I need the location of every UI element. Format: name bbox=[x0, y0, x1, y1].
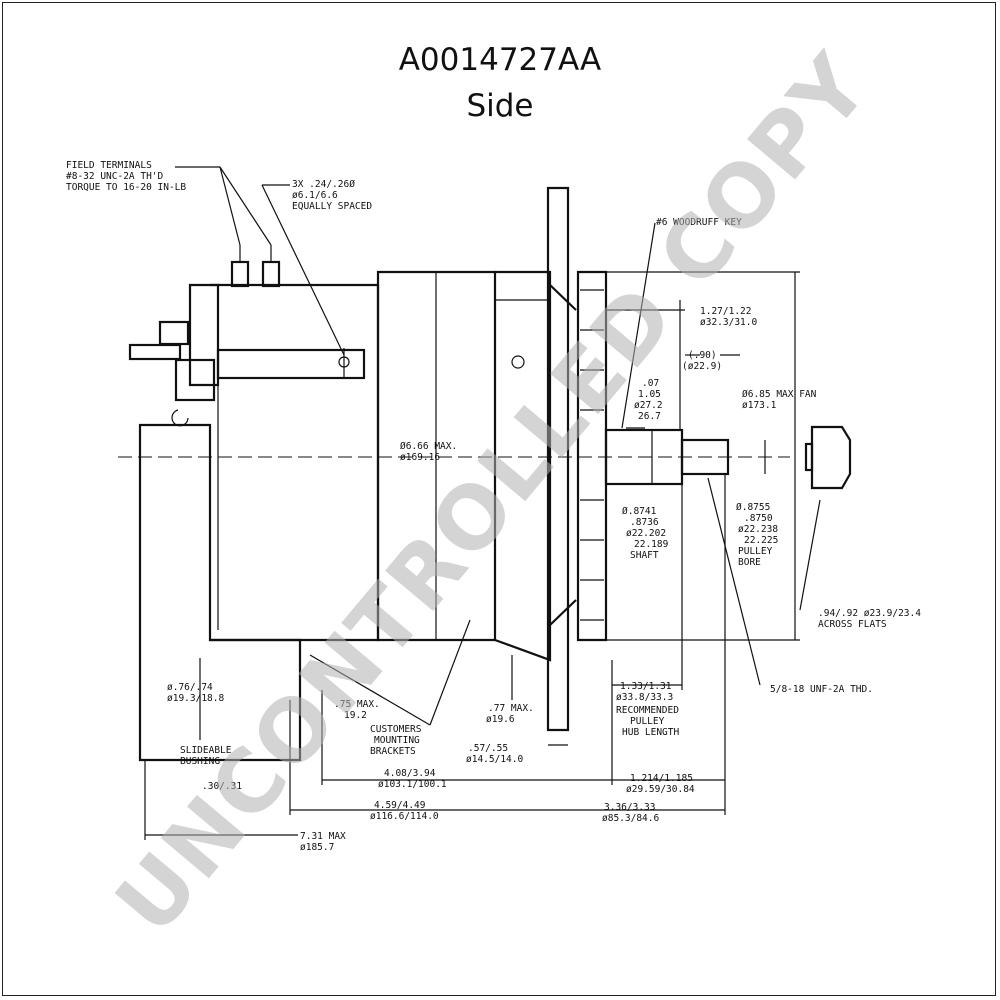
shaft-dia-3: ø22.202 bbox=[626, 528, 666, 539]
dimension-lines bbox=[144, 271, 800, 840]
fan-dia-inch: Ø6.85 MAX FAN bbox=[742, 389, 817, 400]
dim-107-d: 26.7 bbox=[638, 411, 661, 422]
uncontrolled-copy-watermark: UNCONTROLLED COPY bbox=[97, 36, 889, 953]
bushing-dia-metric: ø19.3/18.8 bbox=[167, 693, 224, 704]
dim-127-metric: ø32.3/31.0 bbox=[700, 317, 757, 328]
thread-label: 5/8-18 UNF-2A THD. bbox=[770, 684, 873, 695]
dim-90-inch: (.90) bbox=[688, 350, 717, 361]
d459-metric: ø116.6/114.0 bbox=[370, 811, 439, 822]
bore-dia-2: .8750 bbox=[744, 513, 773, 524]
rear-connector bbox=[128, 320, 216, 427]
bore-label-1: PULLEY bbox=[738, 546, 773, 557]
dim-107-c: ø27.2 bbox=[634, 400, 663, 411]
mount-holes-metric: ø6.1/6.6 bbox=[292, 190, 338, 201]
leader-lines bbox=[175, 166, 821, 726]
dim-107-b: 1.05 bbox=[638, 389, 661, 400]
shaft-assembly bbox=[604, 425, 852, 490]
max75-inch: .75 MAX. bbox=[334, 699, 380, 710]
hub-label-3: HUB LENGTH bbox=[622, 727, 679, 738]
mount-holes-spacing: EQUALLY SPACED bbox=[292, 201, 372, 212]
bore-dia-1: Ø.8755 bbox=[736, 502, 770, 513]
d408-metric: ø103.1/100.1 bbox=[378, 779, 447, 790]
body-dia-inch: Ø6.66 MAX. bbox=[400, 441, 457, 452]
d459-inch: 4.59/4.49 bbox=[374, 800, 426, 811]
bore-dia-3: ø22.238 bbox=[738, 524, 778, 535]
hub-label-2: PULLEY bbox=[630, 716, 665, 727]
flats-dim: .94/.92 ø23.9/23.4 bbox=[818, 608, 921, 619]
hub-dim-metric: ø33.8/33.3 bbox=[616, 692, 673, 703]
bore-dia-4: 22.225 bbox=[744, 535, 778, 546]
hub-dim-inch: 1.33/1.31 bbox=[620, 681, 672, 692]
field-terminals-torque: TORQUE TO 16-20 IN-LB bbox=[66, 182, 186, 193]
shaft-dia-2: .8736 bbox=[630, 517, 659, 528]
d408-inch: 4.08/3.94 bbox=[384, 768, 436, 779]
max75-metric: 19.2 bbox=[344, 710, 367, 721]
annotation-labels: FIELD TERMINALS #8-32 UNC-2A TH'D TORQUE… bbox=[66, 160, 921, 853]
flats-label: ACROSS FLATS bbox=[818, 619, 887, 630]
d336-metric: ø85.3/84.6 bbox=[602, 813, 659, 824]
max77-inch: .77 MAX. bbox=[488, 703, 534, 714]
max77-metric: ø19.6 bbox=[486, 714, 515, 725]
hub-label-1: RECOMMENDED bbox=[616, 705, 679, 716]
slideable-dim: .30/.31 bbox=[202, 781, 242, 792]
bore-label-2: BORE bbox=[738, 557, 761, 568]
d57-metric: ø14.5/14.0 bbox=[466, 754, 523, 765]
bushing-dia-inch: ø.76/.74 bbox=[167, 682, 213, 693]
fan-dia-metric: ø173.1 bbox=[742, 400, 777, 411]
mount-holes-dim: 3X .24/.26Ø bbox=[292, 179, 355, 190]
d57-inch: .57/.55 bbox=[468, 743, 508, 754]
d1214-inch: 1.214/1.185 bbox=[630, 773, 693, 784]
brackets-label-2: MOUNTING bbox=[374, 735, 420, 746]
d336-inch: 3.36/3.33 bbox=[604, 802, 655, 813]
shaft-dia-4: 22.189 bbox=[634, 539, 669, 550]
shaft-label: SHAFT bbox=[630, 550, 659, 561]
dim-127-inch: 1.27/1.22 bbox=[700, 306, 751, 317]
mounting-ear bbox=[216, 348, 366, 380]
d731-inch: 7.31 MAX bbox=[300, 831, 346, 842]
slideable-label-1: SLIDEABLE bbox=[180, 745, 232, 756]
view-subtitle: Side bbox=[466, 88, 534, 124]
d731-metric: ø185.7 bbox=[300, 842, 334, 853]
slideable-label-2: BUSHING bbox=[180, 756, 220, 767]
field-terminals-thread: #8-32 UNC-2A TH'D bbox=[66, 171, 164, 182]
brackets-label-1: CUSTOMERS bbox=[370, 724, 422, 735]
field-terminals bbox=[230, 245, 281, 288]
front-housing bbox=[546, 186, 577, 732]
body-dia-metric: ø169.16 bbox=[400, 452, 440, 463]
stator-body bbox=[376, 270, 552, 662]
d1214-metric: ø29.59/30.84 bbox=[626, 784, 695, 795]
shaft-dia-1: Ø.8741 bbox=[622, 506, 657, 517]
dim-90-metric: (ø22.9) bbox=[682, 361, 722, 372]
dim-107-a: .07 bbox=[642, 378, 659, 389]
field-terminals-label: FIELD TERMINALS bbox=[66, 160, 152, 171]
woodruff-key-label: #6 WOODRUFF KEY bbox=[656, 217, 742, 228]
part-number-title: A0014727AA bbox=[398, 42, 602, 78]
brackets-label-3: BRACKETS bbox=[370, 746, 416, 757]
